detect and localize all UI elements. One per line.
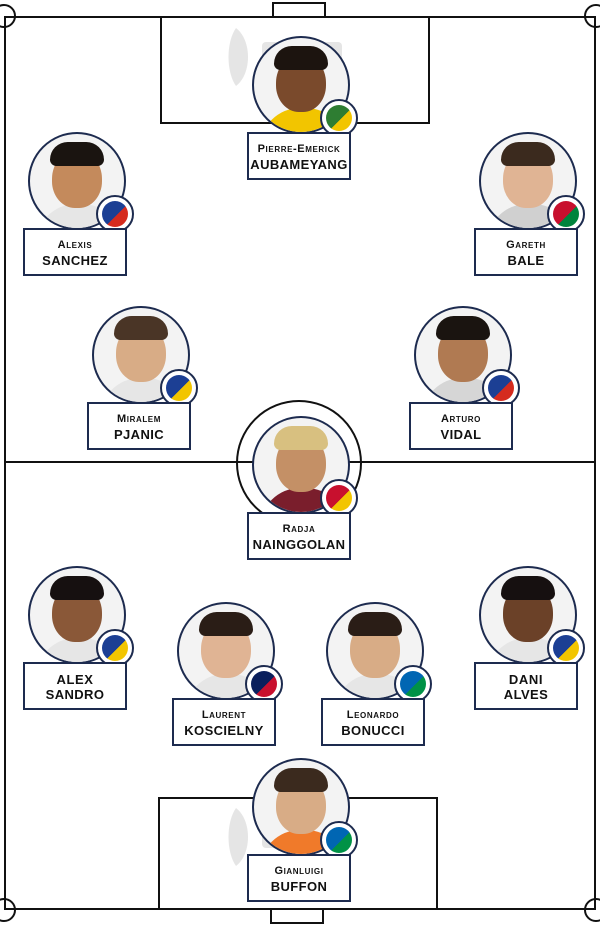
player-photo xyxy=(92,306,190,404)
player-first-name: Laurent xyxy=(201,709,247,721)
player-first-name: Pierre-Emerick xyxy=(257,143,341,155)
player-name-card: Leonardo BONUCCI xyxy=(321,698,425,746)
wales-crest-icon xyxy=(547,195,585,233)
player-last-name: BALE xyxy=(507,253,545,268)
player-last-name: ALVES xyxy=(503,687,549,702)
player-first-name: Gareth xyxy=(506,239,546,251)
player-first-name: Leonardo xyxy=(346,709,400,721)
player-name-card: Laurent KOSCIELNY xyxy=(172,698,276,746)
corner-arc-bottom-left xyxy=(0,898,16,922)
bottom-goal xyxy=(270,908,324,924)
chile-crest-icon xyxy=(96,195,134,233)
player-name-card: Gianluigi BUFFON xyxy=(247,854,351,902)
corner-arc-top-left xyxy=(0,4,16,28)
player-pjanic[interactable]: Miralem PJANIC xyxy=(87,306,198,456)
player-alex-sandro[interactable]: ALEX SANDRO xyxy=(23,566,134,716)
player-name-card: Miralem PJANIC xyxy=(87,402,191,450)
player-name-card: Radja NAINGGOLAN xyxy=(247,512,351,560)
player-last-name: BUFFON xyxy=(270,879,328,894)
player-photo xyxy=(28,132,126,230)
player-sanchez[interactable]: Alexis SANCHEZ xyxy=(23,132,134,282)
player-last-name: SANDRO xyxy=(45,687,105,702)
player-first-name: Radja xyxy=(282,523,316,535)
corner-arc-bottom-right xyxy=(584,898,600,922)
corner-arc-top-right xyxy=(584,4,600,28)
player-name-card: DANI ALVES xyxy=(474,662,578,710)
player-last-name: KOSCIELNY xyxy=(184,723,264,738)
player-photo xyxy=(326,602,424,700)
player-name-card: Pierre-Emerick AUBAMEYANG xyxy=(247,132,351,180)
player-first-name: Arturo xyxy=(441,413,481,425)
player-bonucci[interactable]: Leonardo BONUCCI xyxy=(321,602,432,752)
player-buffon[interactable]: Gianluigi BUFFON xyxy=(247,758,358,908)
italy-crest-icon xyxy=(320,821,358,859)
player-vidal[interactable]: Arturo VIDAL xyxy=(409,306,520,456)
player-last-name: SANCHEZ xyxy=(42,253,108,268)
player-dani-alves[interactable]: DANI ALVES xyxy=(474,566,585,716)
chile-crest-icon xyxy=(482,369,520,407)
player-last-name: VIDAL xyxy=(440,427,482,442)
brazil-crest-icon xyxy=(96,629,134,667)
player-last-name: NAINGGOLAN xyxy=(252,537,346,552)
player-first-name: ALEX xyxy=(56,672,94,687)
player-last-name: PJANIC xyxy=(113,427,165,442)
player-koscielny[interactable]: Laurent KOSCIELNY xyxy=(172,602,283,752)
player-first-name: DANI xyxy=(508,672,544,687)
player-name-card: Alexis SANCHEZ xyxy=(23,228,127,276)
player-nainggolan[interactable]: Radja NAINGGOLAN xyxy=(247,416,358,566)
player-bale[interactable]: Gareth BALE xyxy=(474,132,585,282)
player-last-name: AUBAMEYANG xyxy=(250,157,348,172)
player-last-name: BONUCCI xyxy=(341,723,405,738)
player-photo xyxy=(177,602,275,700)
player-name-card: ALEX SANDRO xyxy=(23,662,127,710)
player-first-name: Miralem xyxy=(116,413,162,425)
player-photo xyxy=(252,416,350,514)
brazil-crest-icon xyxy=(547,629,585,667)
top-goal xyxy=(272,2,326,18)
player-first-name: Gianluigi xyxy=(274,865,324,877)
player-aubameyang[interactable]: Pierre-Emerick AUBAMEYANG xyxy=(247,36,358,186)
player-name-card: Arturo VIDAL xyxy=(409,402,513,450)
player-first-name: Alexis xyxy=(57,239,93,251)
player-name-card: Gareth BALE xyxy=(474,228,578,276)
